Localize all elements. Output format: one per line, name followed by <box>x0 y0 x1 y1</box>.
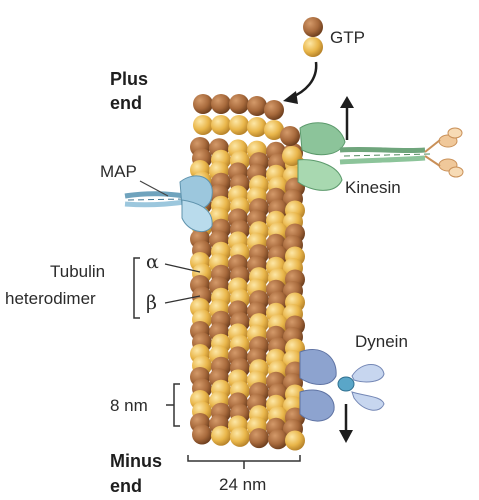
tubulin-label-line1: Tubulin <box>50 262 106 281</box>
alpha-label: α <box>146 251 159 273</box>
map-leader-line <box>139 180 169 197</box>
beta-tubulin-subunit <box>229 94 249 114</box>
kinesin-arrow-head <box>340 96 354 108</box>
beta-tubulin-subunit <box>264 100 284 120</box>
width-label: 24 nm <box>219 475 267 494</box>
plus-end-label-line1: Plus <box>110 69 149 89</box>
alpha-tubulin-subunit <box>193 115 213 135</box>
beta-label: β <box>146 292 157 314</box>
alpha-tubulin-subunit <box>229 115 249 135</box>
width-bracket <box>187 455 301 469</box>
alpha-tubulin-subunit <box>211 115 231 135</box>
dynein-label: Dynein <box>355 332 408 351</box>
beta-tubulin-subunit <box>192 424 212 445</box>
growing-plus-end <box>193 94 302 166</box>
beta-tubulin-subunit <box>280 126 300 146</box>
gtp-arrow-head <box>283 91 298 104</box>
eight-nm-label: 8 nm <box>110 396 148 415</box>
beta-leader <box>164 295 201 304</box>
map-label: MAP <box>100 162 137 181</box>
dynein-motor <box>299 349 385 422</box>
eight-nm-bracket <box>166 383 180 427</box>
alpha-tubulin-subunit <box>211 425 231 446</box>
tubulin-label-line2: heterodimer <box>5 289 96 308</box>
beta-tubulin-subunit <box>211 94 231 114</box>
beta-tubulin-subunit <box>249 428 269 449</box>
map-protein <box>124 175 213 233</box>
alpha-tubulin-subunit <box>282 146 302 166</box>
alpha-tubulin-subunit <box>285 430 305 451</box>
kinesin-motor <box>297 122 464 191</box>
heterodimer-bracket <box>133 257 140 319</box>
gtp-tubulin-dimer <box>303 17 323 57</box>
alpha-tubulin-subunit <box>247 117 267 137</box>
beta-tubulin-subunit <box>268 429 288 450</box>
gtp-label: GTP <box>330 28 365 47</box>
dynein-arrow-head <box>339 430 353 443</box>
alpha-tubulin-subunit <box>230 426 250 447</box>
beta-tubulin-subunit <box>193 94 213 114</box>
beta-tubulin-subunit <box>247 96 267 116</box>
kinesin-label: Kinesin <box>345 178 401 197</box>
plus-end-label-line2: end <box>110 93 143 113</box>
microtubule <box>190 137 305 451</box>
alpha-tubulin-subunit <box>264 120 284 140</box>
minus-end-label-line1: Minus <box>110 451 162 471</box>
alpha-leader <box>164 263 201 273</box>
minus-end-label-line2: end <box>110 476 143 496</box>
